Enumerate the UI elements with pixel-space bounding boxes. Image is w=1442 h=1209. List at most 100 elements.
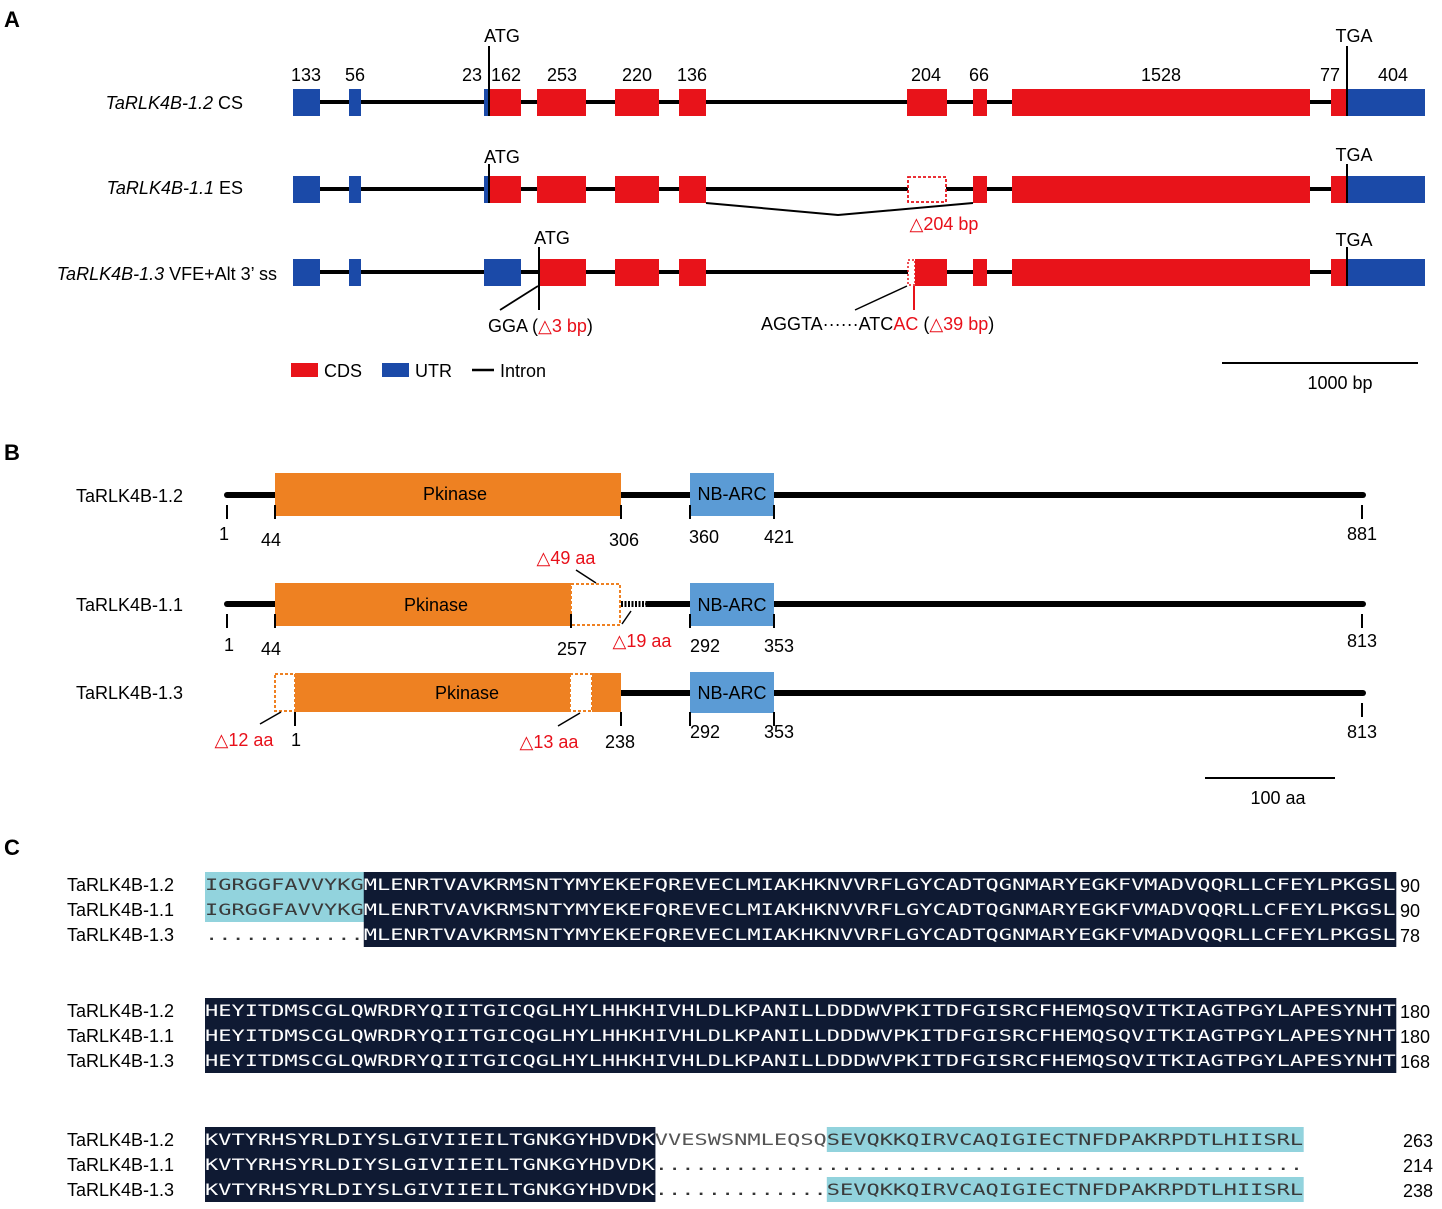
conserved-region-bg bbox=[205, 1152, 656, 1177]
alignment-segment: SEVQKKQIRVCAQIGIECTNFDPAKRPDTLHIISRL bbox=[827, 1181, 1303, 1199]
nb-arc-domain bbox=[690, 583, 774, 626]
splice-junction-line bbox=[705, 202, 974, 217]
deletion-annotation-right: AGGTA······ATCAC (△39 bp) bbox=[761, 314, 994, 334]
exon-size-label: 66 bbox=[969, 65, 989, 85]
alignment-position: 168 bbox=[1400, 1052, 1430, 1072]
cds-exon bbox=[537, 176, 586, 203]
tick-label: 421 bbox=[764, 527, 794, 547]
alignment-segment: MLENRTVAVKRMSNTYMYEKEFQREVECLMIAKHKNVVRF… bbox=[364, 876, 1396, 894]
alignment-segment: IGRGGFAVVYKG bbox=[205, 876, 364, 894]
pkinase-domain bbox=[275, 473, 621, 516]
tick-label: 306 bbox=[609, 530, 639, 550]
tick-label: 44 bbox=[261, 639, 281, 659]
tick-label: 1 bbox=[224, 635, 234, 655]
gene-structure-row-1-1: TaRLK4B-1.1 ES ATG TGA △204 bp bbox=[107, 145, 1425, 234]
legend-a: CDS UTR Intron bbox=[291, 361, 546, 381]
isoform-suffix: ES bbox=[214, 178, 243, 198]
alignment-segment: KVTYRHSYRLDIYSLGIVIIEILTGNKGYHDVDK bbox=[205, 1181, 656, 1199]
exon-size-label: 23 bbox=[462, 65, 482, 85]
utr-exon bbox=[1347, 259, 1425, 286]
gene-structure-row-1-3: TaRLK4B-1.3 VFE+Alt 3’ ss ATG TGA GGA (△… bbox=[57, 228, 1425, 336]
annotation-leader bbox=[499, 285, 539, 311]
alignment-segment: ........................................… bbox=[655, 1156, 1303, 1174]
conserved-region-bg bbox=[363, 872, 1397, 897]
legend-swatch-utr bbox=[382, 363, 409, 377]
deletion-annotation-left: GGA (△3 bp) bbox=[488, 316, 593, 336]
deleted-domain-box bbox=[570, 583, 621, 626]
alignment-segment: HEYITDMSCGLQWRDRYQIITGICQGLHYLHHKHIVHLDL… bbox=[205, 1002, 1397, 1020]
cds-exon bbox=[490, 89, 521, 116]
scale-label-a: 1000 bp bbox=[1307, 373, 1372, 393]
codon-seq: GGA bbox=[488, 316, 528, 336]
domain-label: Pkinase bbox=[435, 683, 499, 703]
alignment-segment: ............ bbox=[205, 926, 364, 944]
cds-exon bbox=[1331, 89, 1347, 116]
cds-exon bbox=[679, 259, 706, 286]
pkinase-domain bbox=[295, 673, 570, 712]
tick-label: 813 bbox=[1347, 722, 1377, 742]
alignment-seq-name: TaRLK4B-1.1 bbox=[67, 900, 174, 920]
deleted-region-box bbox=[907, 259, 916, 286]
panel-label-a: A bbox=[4, 7, 20, 32]
conserved-region-bg bbox=[205, 1048, 1397, 1073]
utr-exon bbox=[293, 176, 320, 203]
pkinase-domain bbox=[275, 583, 571, 626]
conserved-region-bg bbox=[205, 1127, 656, 1152]
panel-label-c: C bbox=[4, 835, 20, 860]
highlight-region-bg bbox=[205, 897, 365, 922]
domain-label: NB-ARC bbox=[697, 595, 766, 615]
deletion-label: △12 aa bbox=[215, 730, 275, 750]
utr-exon bbox=[349, 89, 361, 116]
tick-marks bbox=[226, 505, 1363, 519]
exon-size-label: 1528 bbox=[1141, 65, 1181, 85]
alignment-position: 180 bbox=[1400, 1002, 1430, 1022]
cds-exon bbox=[615, 259, 659, 286]
alignment-segment: ............. bbox=[655, 1181, 827, 1199]
alignment-position: 90 bbox=[1400, 901, 1420, 921]
nb-arc-domain bbox=[690, 672, 774, 713]
tick-label: 813 bbox=[1347, 631, 1377, 651]
protein-row-1-3: TaRLK4B-1.3 Pkinase NB-ARC △12 aa △13 aa… bbox=[76, 672, 1377, 752]
tick-label: 292 bbox=[690, 722, 720, 742]
isoform-suffix: CS bbox=[213, 93, 243, 113]
alignment-segment: KVTYRHSYRLDIYSLGIVIIEILTGNKGYHDVDK bbox=[205, 1156, 656, 1174]
conserved-region-bg bbox=[205, 1023, 1397, 1048]
isoform-name: TaRLK4B-1.3 bbox=[57, 264, 164, 284]
stop-codon-label: TGA bbox=[1335, 230, 1372, 250]
alignment-seq-name: TaRLK4B-1.2 bbox=[67, 1001, 174, 1021]
exon-size-label: 136 bbox=[677, 65, 707, 85]
scale-label-b: 100 aa bbox=[1250, 788, 1306, 808]
deleted-domain-box bbox=[274, 673, 296, 712]
bracket: ( bbox=[527, 316, 538, 336]
alignment-position: 238 bbox=[1403, 1181, 1433, 1201]
isoform-label: TaRLK4B-1.1 ES bbox=[107, 178, 243, 198]
cds-exon bbox=[490, 176, 521, 203]
tick-label: 1 bbox=[219, 524, 229, 544]
deletion-label: △13 aa bbox=[520, 732, 580, 752]
tick-label: 44 bbox=[261, 530, 281, 550]
alignment-position: 78 bbox=[1400, 926, 1420, 946]
exon-size-label: 253 bbox=[547, 65, 577, 85]
isoform-suffix: VFE+Alt 3’ ss bbox=[164, 264, 277, 284]
domain-label: Pkinase bbox=[423, 484, 487, 504]
cds-exon bbox=[679, 89, 706, 116]
alignment-segment: MLENRTVAVKRMSNTYMYEKEFQREVECLMIAKHKNVVRF… bbox=[364, 901, 1396, 919]
exon-size-label: 56 bbox=[345, 65, 365, 85]
protein-row-1-2: TaRLK4B-1.2 Pkinase NB-ARC 1 44 306 360 … bbox=[76, 473, 1377, 550]
utr-exon bbox=[484, 89, 490, 116]
protein-name: TaRLK4B-1.1 bbox=[76, 595, 183, 615]
cds-exon bbox=[539, 259, 586, 286]
deletion-label: △204 bp bbox=[910, 214, 979, 234]
legend-swatch-cds bbox=[291, 363, 318, 377]
highlight-region-bg bbox=[826, 1127, 1304, 1152]
legend-label-cds: CDS bbox=[324, 361, 362, 381]
gene-structure-row-1-2: TaRLK4B-1.2 CS ATG TGA bbox=[106, 26, 1425, 116]
isoform-label: TaRLK4B-1.3 VFE+Alt 3’ ss bbox=[57, 264, 277, 284]
alignment-segment: IGRGGFAVVYKG bbox=[205, 901, 364, 919]
annotation-leader bbox=[259, 711, 282, 725]
annotation-leader bbox=[621, 610, 632, 625]
alignment-seq-name: TaRLK4B-1.1 bbox=[67, 1026, 174, 1046]
isoform-name: TaRLK4B-1.1 bbox=[107, 178, 214, 198]
tick-label: 353 bbox=[764, 636, 794, 656]
start-codon-label: ATG bbox=[484, 147, 520, 167]
